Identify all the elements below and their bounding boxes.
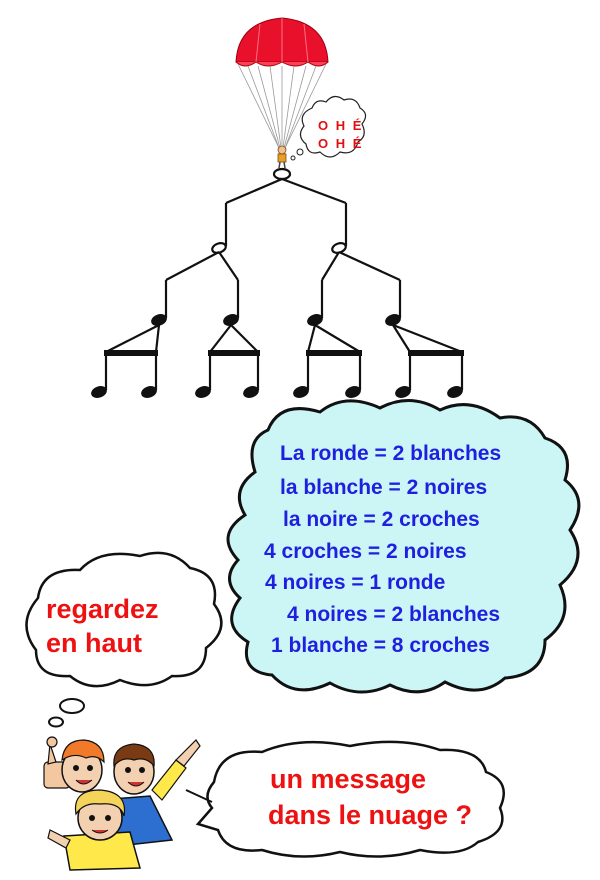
rule-6: 4 noires = 2 blanches: [287, 603, 501, 626]
ronde-note: [272, 167, 292, 181]
blanche-note-left: [211, 242, 227, 254]
rules-cloud: [226, 398, 581, 694]
bottom-speech-bubble: [185, 740, 505, 858]
rule-1: La ronde = 2 blanches: [280, 442, 502, 465]
ohe-line-2: O H É: [318, 136, 364, 151]
bubble-bottom-line-2: dans le nuage ?: [268, 800, 473, 830]
rhythm-tree: [91, 167, 464, 398]
left-thought-bubble: [25, 551, 223, 728]
bubble-bottom-line-1: un message: [270, 764, 427, 794]
rule-5: 4 noires = 1 ronde: [265, 571, 446, 594]
parachute-illustration: [235, 17, 329, 169]
rule-7: 1 blanche = 8 croches: [271, 634, 490, 657]
rule-3: la noire = 2 croches: [283, 508, 480, 531]
rule-2: la blanche = 2 noires: [280, 476, 488, 499]
croches-pairs: [91, 350, 464, 398]
bubble-left-line-1: regardez: [46, 594, 159, 624]
ohe-line-1: O H É: [318, 118, 364, 133]
kids-illustration: [43, 736, 201, 871]
bubble-left-line-2: en haut: [46, 628, 143, 658]
ohe-thought-bubble: [290, 95, 367, 161]
rule-4: 4 croches = 2 noires: [264, 540, 467, 563]
